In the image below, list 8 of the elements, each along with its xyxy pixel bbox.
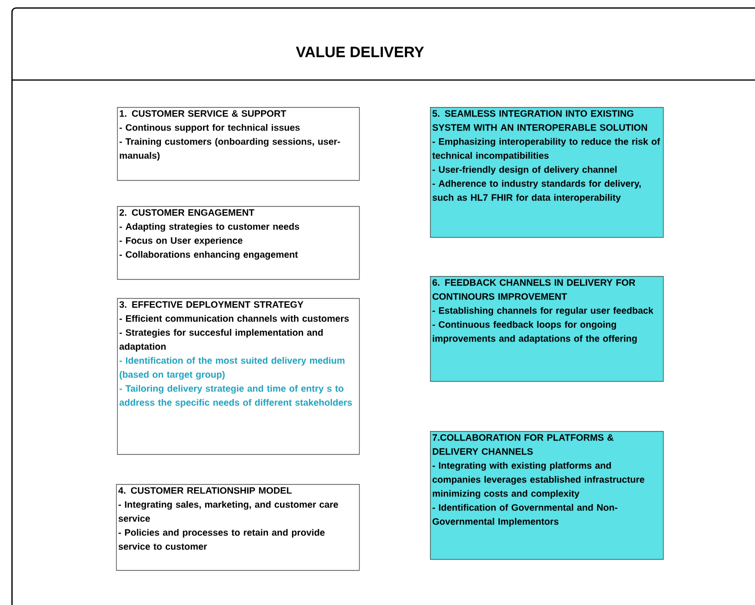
text-box: 1. CUSTOMER SERVICE & SUPPORT - Continous support for technical issues - Training customers (onboarding sessions, user-manuals) [117,107,360,181]
title: VALUE DELIVERY [296,46,424,58]
text-box: 7.COLLABORATION FOR PLATFORMS & DELIVERY CHANNELS - Integrating with existing platforms and companies leverages established infrastructure minimizing costs and complexity - Identification of Governmental and Non-Governmental Implementors [430,430,664,560]
text-box: 5. SEAMLESS INTEGRATION INTO EXISTING SYSTEM WITH AN INTEROPERABLE SOLUTION - Emphasizing interoperability to reduce the risk of technical incompatibilities - User-friendly design of delivery channel - Adherence to industry standards for delivery, such as HL7 FHIR for data interoperability [430,107,664,238]
text-box: 3. EFFECTIVE DEPLOYMENT STRATEGY - Efficient communication channels with customers - Strategies for succesful implementation and adaptation - Identification of the most suited delivery medium (based on target group) - Tailoring delivery strategie and time of entry s to address the specific needs of different stakeholders [117,298,360,455]
text-box: 6. FEEDBACK CHANNELS IN DELIVERY FOR CONTINOURS IMPROVEMENT - Establishing channels for regular user feedback - Continuous feedback loops for ongoing improvements and adaptations of the offering [430,276,664,382]
text-box: 2. CUSTOMER ENGAGEMENT - Adapting strategies to customer needs - Focus on User experience - Collaborations enhancing engagement [117,206,360,280]
text-box: 4. CUSTOMER RELATIONSHIP MODEL - Integrating sales, marketing, and customer care service - Policies and processes to retain and provide service to customer [116,484,360,571]
